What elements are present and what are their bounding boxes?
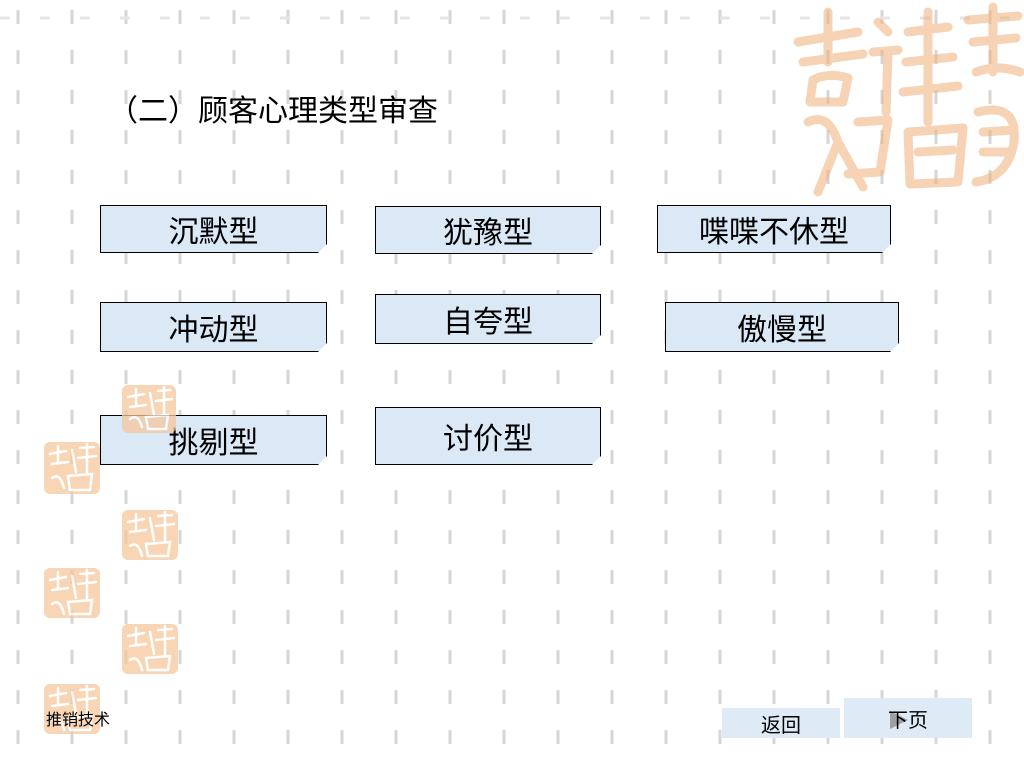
auspicious-seal-icon (122, 385, 176, 433)
footer-label: 推销技术 (46, 710, 111, 729)
back-button-label: 返回 (761, 712, 801, 737)
type-label: 喋喋不休型 (699, 215, 849, 250)
auspicious-seal-icon (44, 684, 100, 734)
type-box-bargaining[interactable]: 讨价型 (375, 407, 601, 465)
auspicious-seal-icon (44, 568, 100, 618)
type-label: 沉默型 (168, 215, 259, 250)
type-box-impulsive[interactable]: 冲动型 (100, 302, 327, 352)
type-box-talkative[interactable]: 喋喋不休型 (657, 205, 891, 253)
type-label: 傲慢型 (737, 313, 827, 348)
type-label: 犹豫型 (443, 216, 533, 251)
auspicious-seal-icon (122, 624, 178, 674)
play-arrow-icon (890, 711, 908, 729)
next-page-button-label: 下页 (888, 707, 928, 732)
back-button[interactable]: 返回 (722, 708, 840, 738)
type-label: 自夸型 (443, 305, 533, 340)
slide-title: （二）顾客心理类型审查 (108, 94, 438, 129)
type-label: 冲动型 (168, 313, 259, 348)
type-box-hesitant[interactable]: 犹豫型 (375, 206, 601, 254)
next-page-button[interactable]: 下页 (844, 698, 972, 738)
type-label: 讨价型 (443, 422, 533, 457)
auspicious-seal-icon (122, 510, 178, 560)
auspicious-seal-icon (44, 442, 100, 494)
type-label: 挑剔型 (168, 426, 259, 461)
auspicious-seal-icon (793, 2, 1024, 197)
type-box-boastful[interactable]: 自夸型 (375, 294, 601, 344)
type-box-arrogant[interactable]: 傲慢型 (665, 302, 899, 352)
type-box-silent[interactable]: 沉默型 (100, 205, 327, 253)
